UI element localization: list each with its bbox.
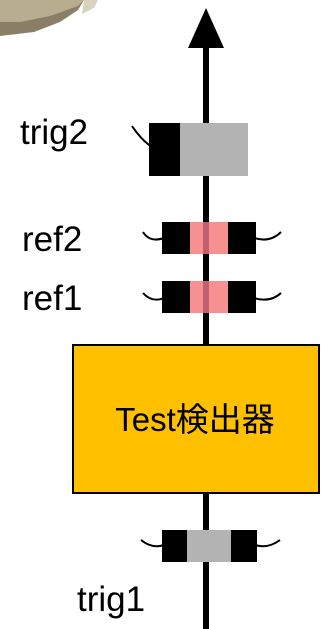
trig2-readout-block [149,123,180,176]
trig1-right-block [231,530,257,562]
photo-corner-fragment [0,0,98,36]
ref1-right-lead [253,292,282,301]
label-trig2: trig2 [20,113,88,152]
ref1-left-lead [142,292,165,301]
trig2-counter [131,123,248,176]
ref1-left-block [162,281,190,313]
trig1-left-block [162,530,187,562]
ref2-counter [142,222,282,254]
test-detector-box [72,344,320,494]
label-ref1: ref1 [22,279,82,318]
trig1-scintillator [187,530,231,562]
label-trig1: trig1 [77,580,145,619]
ref2-beam-overlap [203,222,209,254]
test-detector: Test検出器 [72,344,320,494]
trig2-scintillator [180,123,248,176]
test-detector-label: Test検出器 [115,401,275,438]
ref2-left-block [162,222,190,254]
ref2-right-lead [253,231,282,241]
label-ref2: ref2 [22,220,82,259]
ref1-counter [142,281,282,313]
trig1-counter [140,530,281,562]
ref2-left-lead [142,231,165,241]
trig1-right-lead [254,539,281,548]
beam-arrow-head [188,8,224,48]
ref1-beam-overlap [203,281,209,313]
ref2-right-block [228,222,256,254]
trig1-left-lead [140,539,165,548]
ref1-right-block [228,281,256,313]
